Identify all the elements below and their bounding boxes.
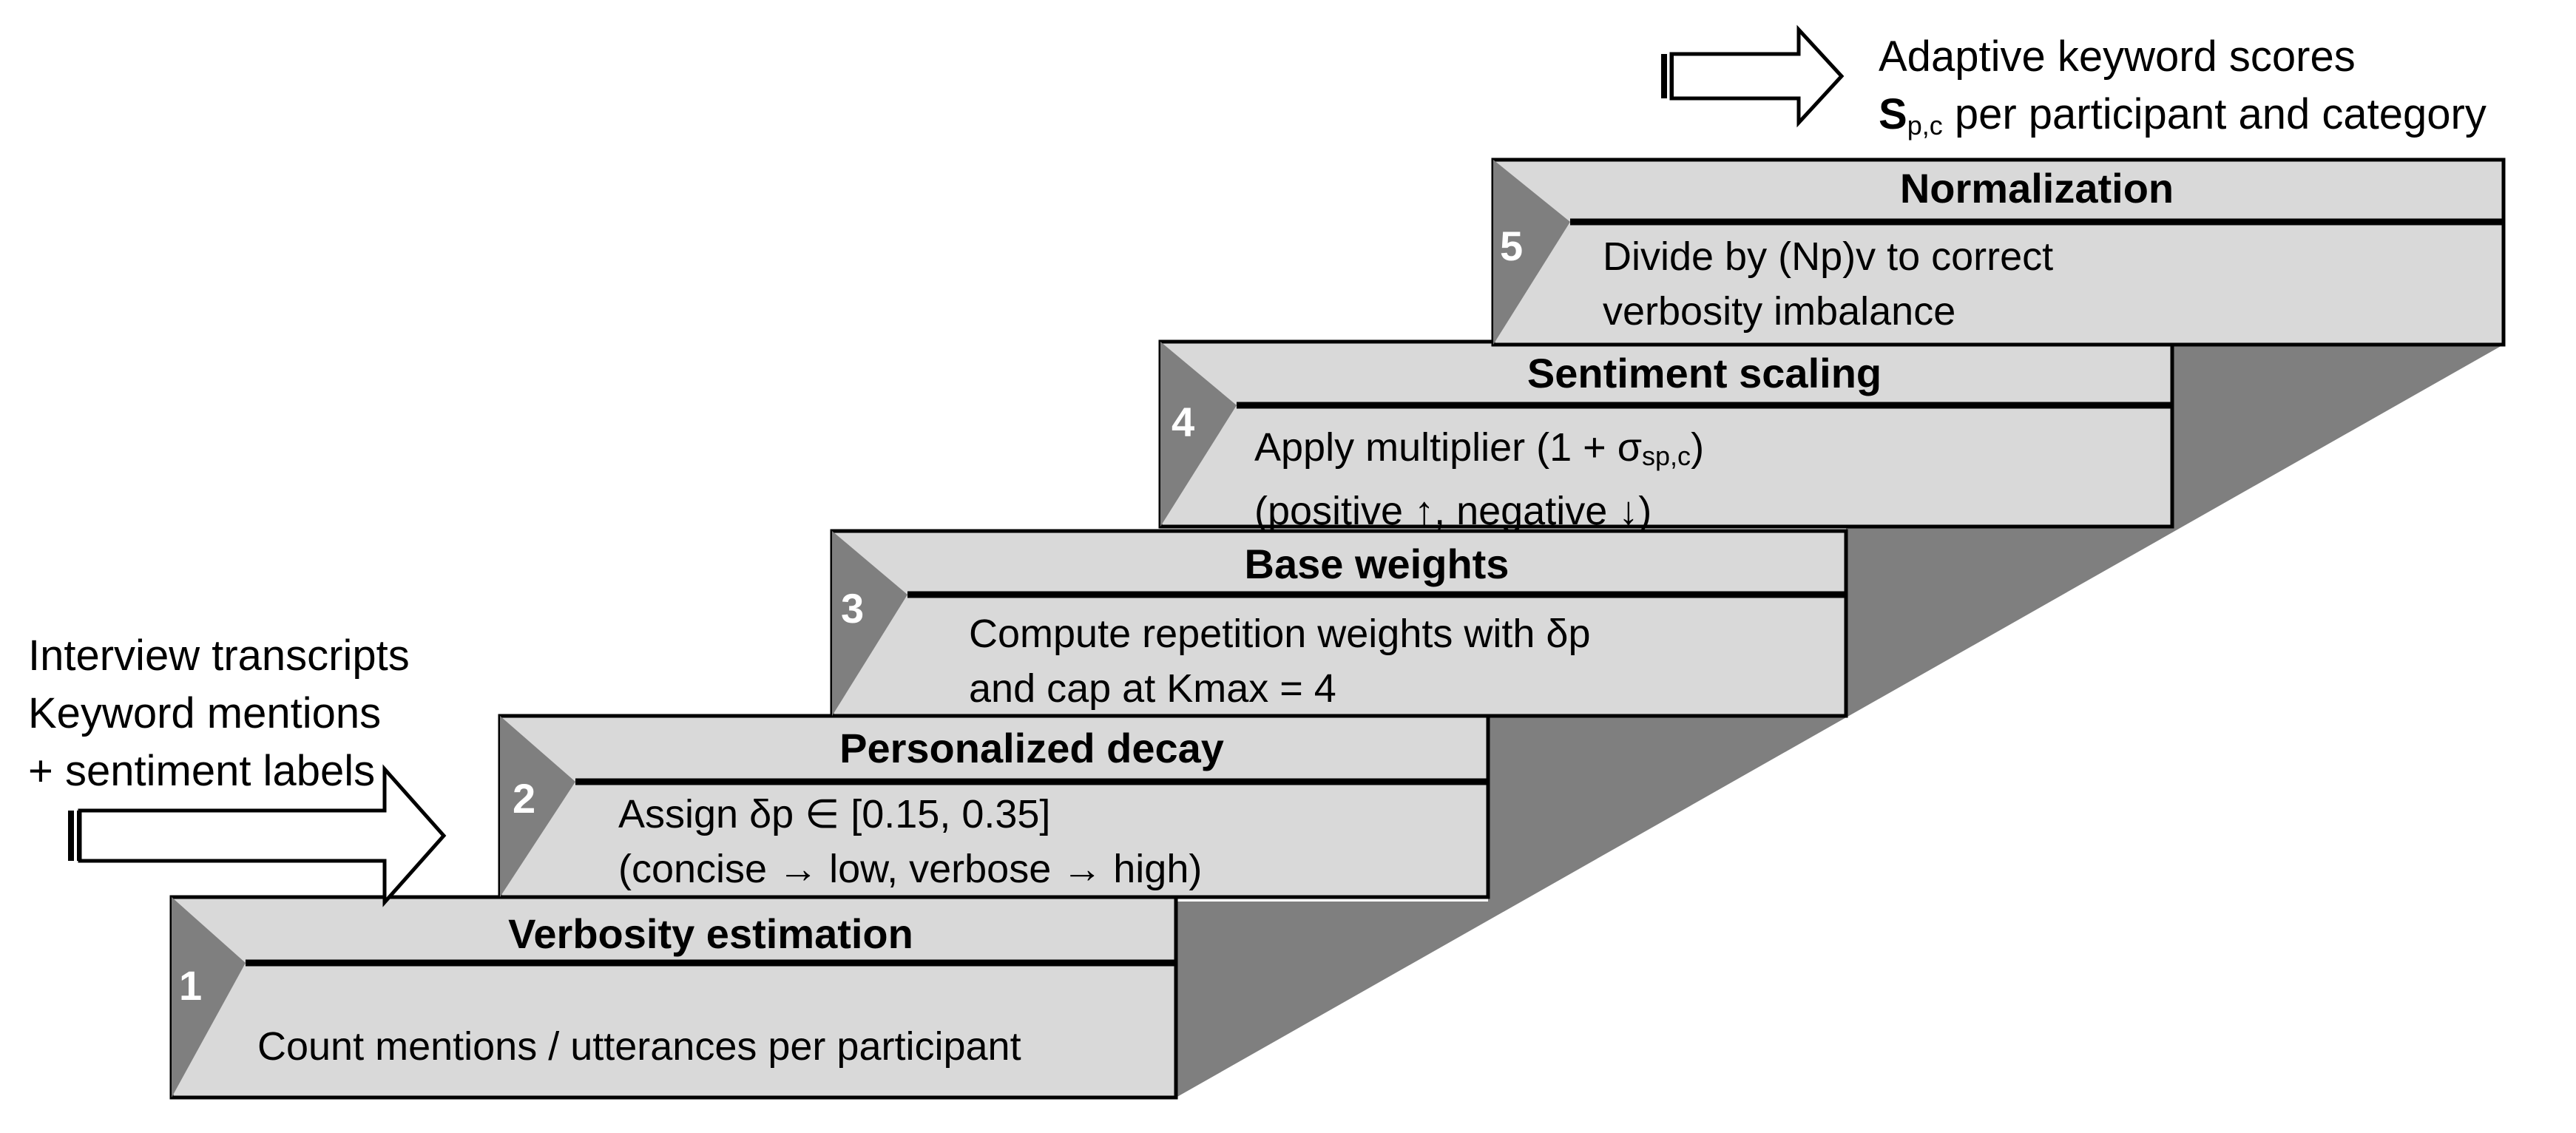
input-line-1: Interview transcripts [28, 632, 410, 680]
step-3-number: 3 [841, 585, 865, 632]
step-4-box [1158, 339, 2174, 529]
step-3-box [830, 529, 1848, 718]
step-3-description: Compute repetition weights with δp and c… [969, 606, 1590, 716]
input-line-2: Keyword mentions [28, 689, 382, 737]
step-3-line-1: Compute repetition weights with δp [969, 612, 1591, 656]
step-4-line-1-prefix: Apply multiplier (1 + σ [1254, 425, 1643, 470]
step-3-number-tab [832, 531, 907, 716]
step-4-title: Sentiment scaling [1527, 350, 1882, 396]
output-symbol-subscript: p,c [1907, 110, 1943, 141]
step-1-box [169, 895, 1178, 1100]
step-5-number: 5 [1500, 223, 1524, 269]
step-4-line-1-subscript: sp,c [1642, 441, 1691, 471]
step-2-title: Personalized decay [839, 725, 1224, 771]
input-arrow [68, 764, 447, 907]
step-2-line-1: Assign δp ∈ [0.15, 0.35] [618, 792, 1051, 836]
step-4-number: 4 [1172, 399, 1195, 445]
output-line-2-text: per participant and category [1942, 90, 2487, 138]
output-label: Adaptive keyword scores Sp,c per partici… [1879, 28, 2487, 155]
step-5-title: Normalization [1899, 165, 2174, 212]
step-2-box [498, 714, 1490, 899]
output-line-1: Adaptive keyword scores [1879, 33, 2356, 81]
step-5-description: Divide by (Np)v to correct verbosity imb… [1603, 229, 2053, 339]
input-line-3: + sentiment labels [28, 747, 376, 795]
step-2-line-2: (concise → low, verbose → high) [618, 847, 1203, 891]
step-4-line-2: (positive ↑, negative ↓) [1254, 489, 1652, 533]
step-1-description: Count mentions / utterances per particip… [257, 1019, 1021, 1074]
step-4-line-1: Apply multiplier (1 + σsp,c) [1254, 420, 1704, 484]
step-1-number-tab [172, 897, 246, 1098]
step-2-number-tab [500, 716, 575, 897]
step-5-number-tab [1493, 160, 1570, 345]
step-4-description: Apply multiplier (1 + σsp,c) (positive ↑… [1254, 420, 1704, 538]
step-3-line-2: and cap at Kmax = 4 [969, 666, 1336, 711]
step-4-number-tab [1160, 342, 1237, 527]
output-line-2: Sp,c per participant and category [1879, 86, 2487, 155]
step-2-description: Assign δp ∈ [0.15, 0.35] (concise → low,… [618, 787, 1202, 896]
step-3-title: Base weights [1244, 541, 1510, 587]
step-1-line-1: Count mentions / utterances per particip… [257, 1024, 1021, 1069]
step-5-line-2: verbosity imbalance [1603, 289, 1956, 334]
staircase-shadow [1176, 345, 2504, 1098]
output-arrow [1661, 24, 1845, 128]
input-label: Interview transcripts Keyword mentions +… [28, 627, 410, 800]
output-symbol: S [1879, 90, 1907, 138]
step-5-line-1: Divide by (Np)v to correct [1603, 234, 2054, 279]
step-1-number: 1 [179, 962, 203, 1009]
step-2-number: 2 [513, 775, 536, 822]
step-5-box [1491, 158, 2506, 347]
step-4-line-1-suffix: ) [1691, 425, 1705, 470]
step-1-title: Verbosity estimation [508, 910, 913, 957]
